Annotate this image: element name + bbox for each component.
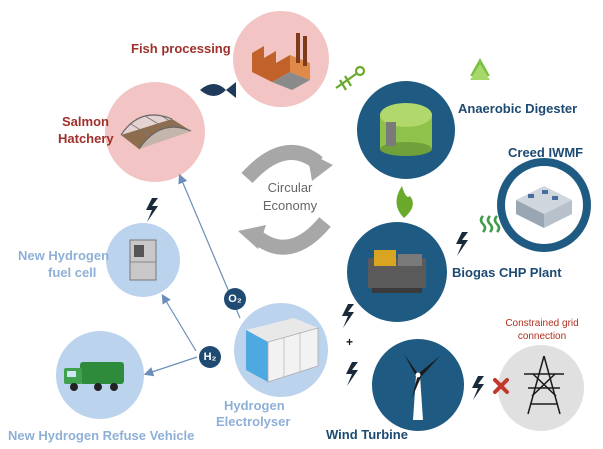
flame-icon [396,186,413,218]
fish-processing-circle [233,11,329,107]
fuel-cell-icon [129,239,157,281]
label-salmon-hatchery-line2: Hatchery [58,131,114,146]
label-circular: Circular [267,180,313,195]
wind-turbine-icon [404,354,440,420]
label-refuse-vehicle: New Hydrogen Refuse Vehicle [8,428,195,443]
label-wind-turbine: Wind Turbine [326,427,408,442]
arrow-electrolyser-to-vehicle [143,356,198,377]
plus-sign: + [346,335,354,349]
lightning-icon [472,376,484,400]
label-creed-iwmf: Creed IWMF [508,145,584,160]
heat-waves-icon [479,215,501,233]
truck-icon [64,362,124,391]
building-icon [516,186,572,228]
greenhouse-icon [120,114,192,150]
digester-tank-icon [380,103,432,156]
circular-arrow-top [241,144,323,184]
electrolyser-icon [246,318,319,383]
oxygen-badge: O₂ [224,288,246,310]
lightning-icon [456,232,468,256]
circular-arrow-top-head [307,152,333,181]
label-economy: Economy [262,198,318,213]
generator-icon [368,250,426,293]
pylon-icon [524,355,564,415]
red-x-icon [493,378,509,394]
recycle-icon [470,58,490,80]
arrow-electrolyser-to-fuelcell [161,293,197,352]
label-anaerobic-digester: Anaerobic Digester [458,101,578,116]
fish-bone-icon [335,65,366,91]
lightning-icon [346,362,358,386]
lightning-icon [146,198,158,222]
label-electrolyser-line1: Hydrogen [224,398,285,413]
circular-arrow-bottom-head [238,225,266,249]
label-fish-processing: Fish processing [131,41,231,56]
circular-arrow-bottom [251,217,331,255]
label-biogas-chp: Biogas CHP Plant [452,265,562,280]
label-salmon-hatchery-line1: Salmon [62,114,109,129]
factory-icon [252,33,310,90]
hydrogen-badge: H₂ [199,346,221,368]
label-fuel-cell-line2: fuel cell [48,265,97,280]
label-fuel-cell-line1: New Hydrogen [18,248,110,263]
fish-icon [200,82,236,98]
lightning-icon [342,304,354,328]
label-electrolyser-line2: Electrolyser [216,414,291,429]
label-constrained-grid-line2: connection [517,331,567,342]
label-constrained-grid-line1: Constrained grid [505,318,579,329]
